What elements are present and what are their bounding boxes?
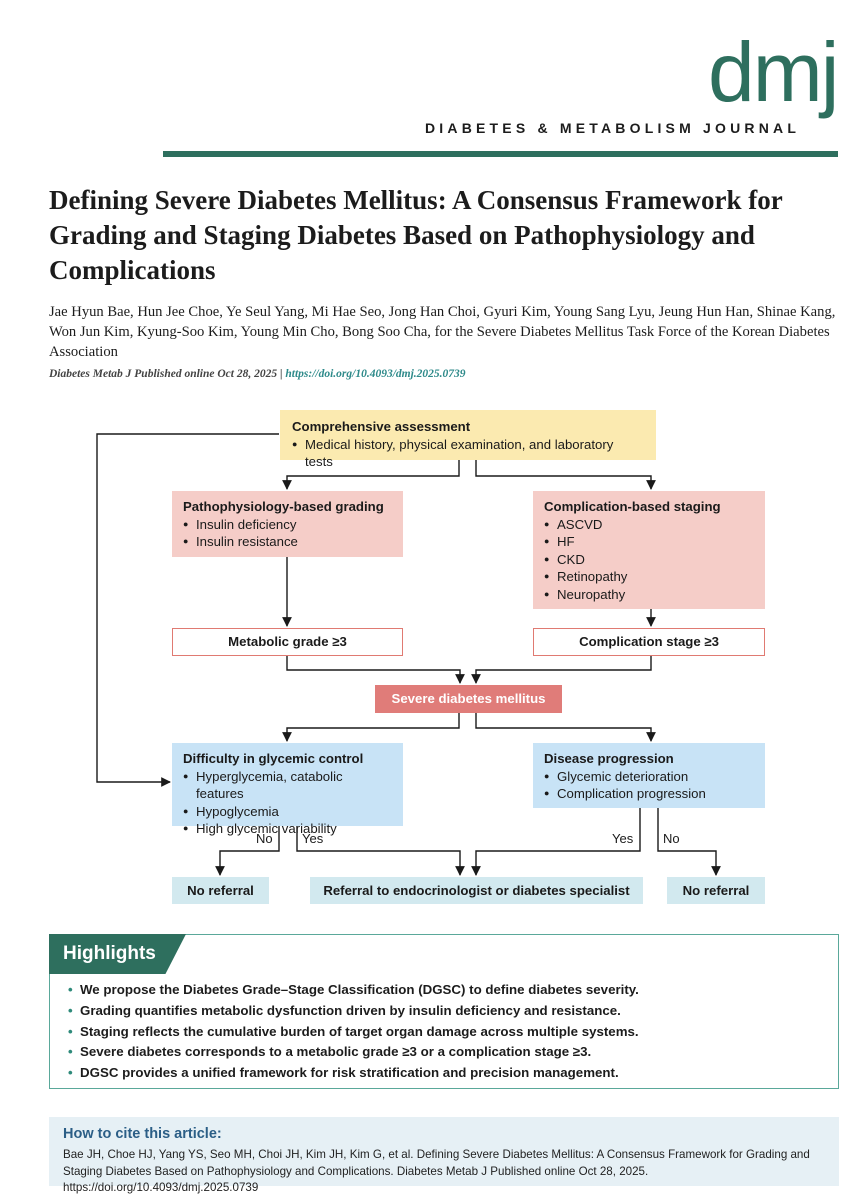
- staging-item: CKD: [544, 551, 754, 569]
- article-title: Defining Severe Diabetes Mellitus: A Con…: [49, 185, 783, 285]
- highlights-title: Highlights: [63, 943, 156, 964]
- highlights-panel: [49, 934, 839, 1089]
- journal-ref-text: Diabetes Metab J Published online Oct 28…: [49, 368, 283, 380]
- highlight-item: Severe diabetes corresponds to a metabol…: [68, 1042, 833, 1063]
- assessment-title: Comprehensive assessment: [292, 419, 471, 434]
- grading-title: Pathophysiology-based grading: [183, 499, 384, 514]
- assessment-box: Comprehensive assessment Medical history…: [280, 410, 656, 469]
- staging-box: Complication-based staging ASCVD HF CKD …: [533, 491, 765, 609]
- staging-title: Complication-based staging: [544, 499, 721, 514]
- highlight-item: We propose the Diabetes Grade–Stage Clas…: [68, 980, 833, 1001]
- journal-name: DIABETES & METABOLISM JOURNAL: [425, 120, 801, 136]
- progression-item: Complication progression: [544, 785, 754, 803]
- journal-logo: dmj: [708, 25, 839, 119]
- referral-box: Referral to endocrinologist or diabetes …: [310, 877, 643, 904]
- glycemic-item: Hypoglycemia: [183, 803, 392, 821]
- no-label-right: No: [663, 831, 680, 846]
- highlight-item: DGSC provides a unified framework for ri…: [68, 1063, 833, 1084]
- highlights-list: We propose the Diabetes Grade–Stage Clas…: [68, 980, 833, 1084]
- assessment-item: Medical history, physical examination, a…: [292, 436, 644, 471]
- header-rule: [163, 151, 838, 157]
- how-to-cite-title: How to cite this article:: [63, 1126, 222, 1142]
- grading-item: Insulin resistance: [183, 533, 392, 551]
- grading-item: Insulin deficiency: [183, 516, 392, 534]
- grading-box: Pathophysiology-based grading Insulin de…: [172, 491, 403, 557]
- staging-item: Neuropathy: [544, 586, 754, 604]
- journal-reference: Diabetes Metab J Published online Oct 28…: [49, 368, 466, 380]
- glycemic-control-box: Difficulty in glycemic control Hyperglyc…: [172, 743, 403, 838]
- article-authors: Jae Hyun Bae, Hun Jee Choe, Ye Seul Yang…: [49, 304, 836, 360]
- disease-progression-box: Disease progression Glycemic deteriorati…: [533, 743, 765, 808]
- no-label-left: No: [256, 831, 273, 846]
- highlights-tab: [49, 934, 186, 974]
- glycemic-item: Hyperglycemia, catabolic features: [183, 768, 392, 803]
- highlight-item: Staging reflects the cumulative burden o…: [68, 1022, 833, 1043]
- staging-item: HF: [544, 533, 754, 551]
- no-referral-right-box: No referral: [667, 877, 765, 904]
- how-to-cite-panel: [49, 1117, 839, 1186]
- metabolic-grade-box: Metabolic grade ≥3: [172, 628, 403, 656]
- staging-item: ASCVD: [544, 516, 754, 534]
- staging-item: Retinopathy: [544, 568, 754, 586]
- glycemic-item: High glycemic variability: [183, 820, 392, 838]
- yes-label-left: Yes: [302, 831, 324, 846]
- complication-stage-box: Complication stage ≥3: [533, 628, 765, 656]
- doi-link[interactable]: https://doi.org/10.4093/dmj.2025.0739: [285, 368, 466, 380]
- severe-diabetes-box: Severe diabetes mellitus: [375, 685, 562, 713]
- highlight-item: Grading quantifies metabolic dysfunction…: [68, 1001, 833, 1022]
- glycemic-title: Difficulty in glycemic control: [183, 751, 364, 766]
- no-referral-left-box: No referral: [172, 877, 269, 904]
- progression-item: Glycemic deterioration: [544, 768, 754, 786]
- progression-title: Disease progression: [544, 751, 674, 766]
- how-to-cite-text: Bae JH, Choe HJ, Yang YS, Seo MH, Choi J…: [63, 1148, 810, 1194]
- yes-label-right: Yes: [612, 831, 634, 846]
